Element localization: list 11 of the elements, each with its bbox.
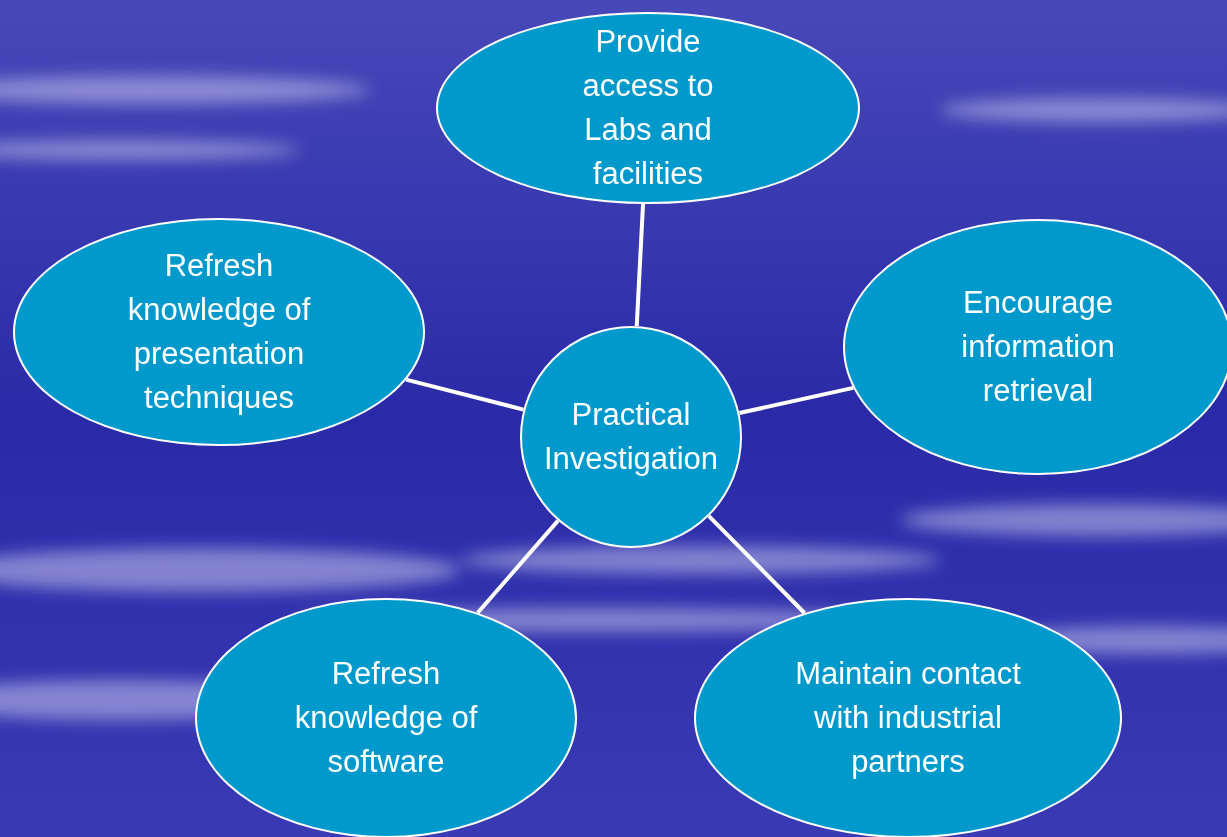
connector-line bbox=[738, 385, 854, 415]
node-text: Maintain contact with industrial partners bbox=[794, 655, 1022, 781]
connector-line bbox=[707, 514, 806, 615]
node-text: Refresh knowledge of software bbox=[293, 655, 479, 781]
node-text: Refresh knowledge of presentation techniques bbox=[126, 247, 312, 417]
node-text: Provide access to Labs and facilities bbox=[581, 23, 715, 193]
connector-line bbox=[476, 519, 560, 615]
node-text: Encourage information retrieval bbox=[960, 284, 1116, 410]
connector-line bbox=[405, 377, 524, 412]
node-text: Practical Investigation bbox=[542, 396, 720, 478]
connector-line bbox=[634, 203, 646, 327]
